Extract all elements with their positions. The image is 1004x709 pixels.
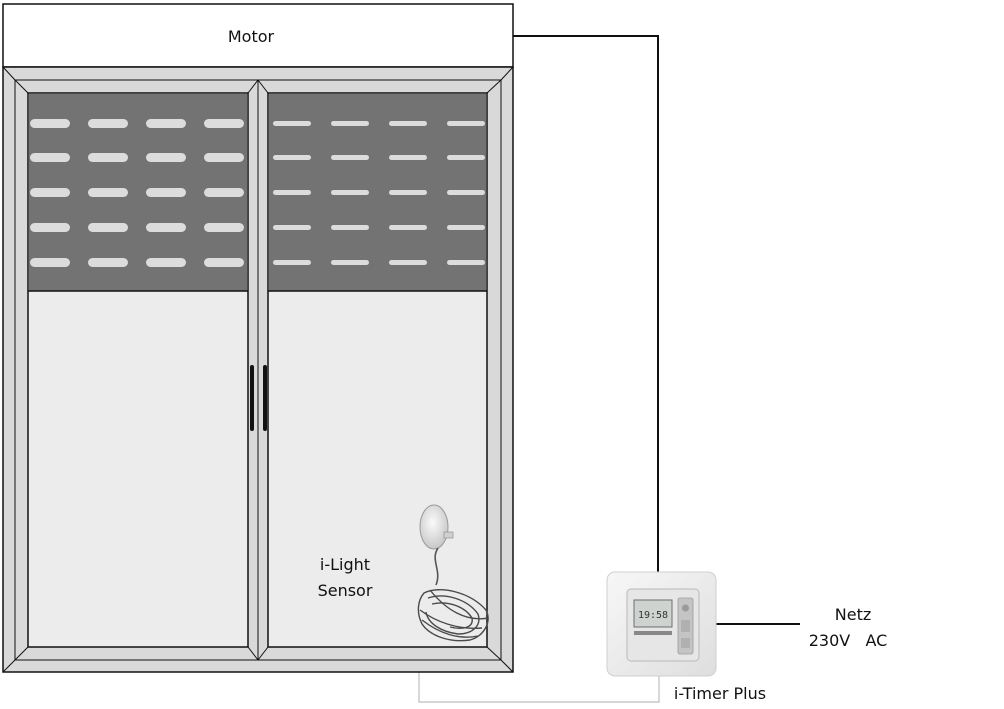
motor-cable [513,35,659,572]
left-sash [14,79,259,661]
motor-box [2,3,514,68]
right-sash [257,79,502,661]
timer-display-digits: 19:58 [638,610,668,621]
motor-label: Motor [228,27,275,46]
left-handle [250,365,254,431]
sensor-label-line1: i-Light [320,555,370,574]
mains-label-line2: 230V AC [809,631,888,650]
timer-device: 19:58 [606,571,717,677]
timer-label: i-Timer Plus [674,684,766,703]
right-blind-slats [273,121,485,265]
timer-display [633,599,673,628]
left-blind-slats [30,119,244,267]
sensor-label-line2: Sensor [318,581,373,600]
light-sensor [417,504,489,642]
right-handle [263,365,267,431]
mains-label-line1: Netz [835,605,871,624]
